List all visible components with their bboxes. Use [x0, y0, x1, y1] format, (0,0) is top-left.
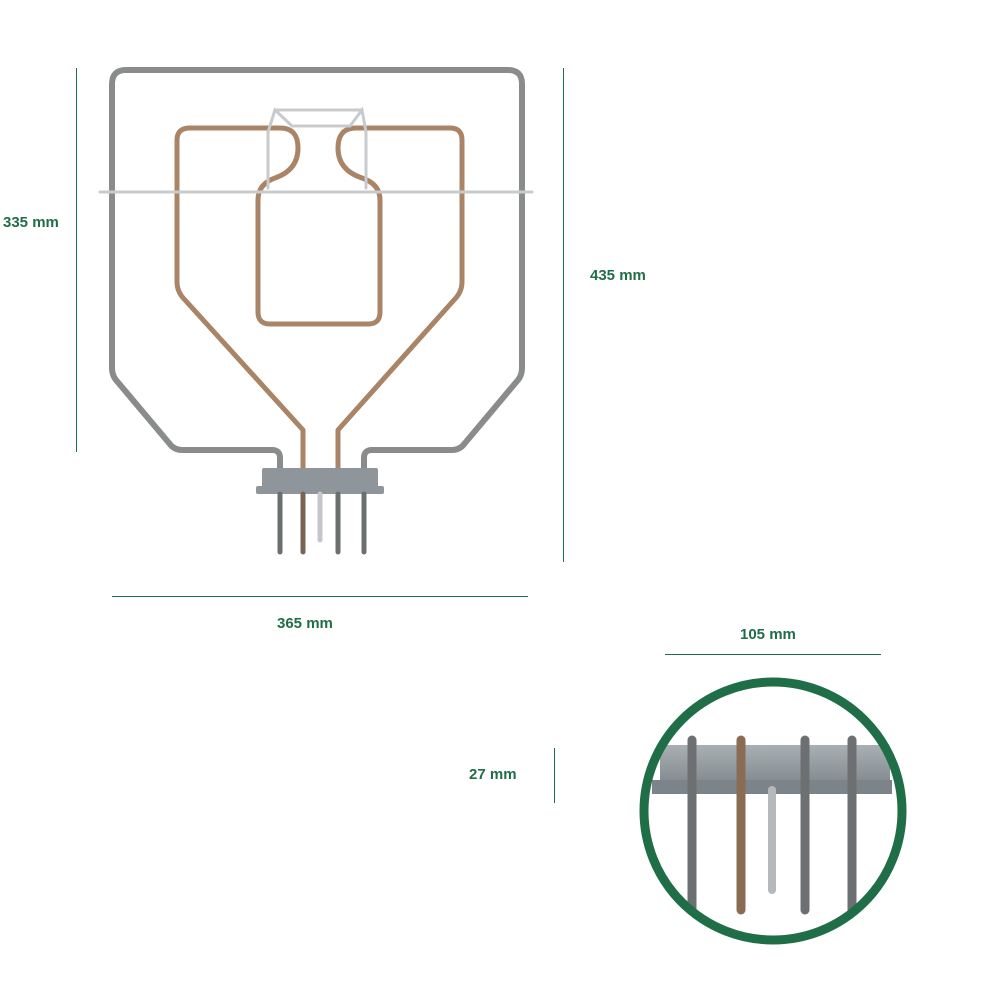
inner-height-dimension-line: [76, 68, 77, 452]
outer-heating-loop: [109, 67, 525, 491]
detail-circle-ring: [639, 677, 907, 945]
terminal-pins: [277, 491, 367, 555]
width-label: 365 mm: [277, 615, 333, 632]
total-height-dimension-line: [563, 68, 564, 562]
inner-height-label: 335 mm: [3, 214, 59, 231]
terminal-height-dimension-line: [554, 748, 555, 803]
terminal-width-label: 105 mm: [740, 626, 796, 643]
total-height-label: 435 mm: [590, 267, 646, 284]
terminal-height-label: 27 mm: [469, 766, 517, 783]
inner-heating-loop-left: [174, 125, 465, 491]
width-dimension-line: [112, 596, 528, 597]
terminal-block: [256, 468, 384, 494]
wire-support-bracket: [98, 106, 534, 194]
terminal-width-dimension-line: [665, 654, 881, 655]
terminal-detail-zoom: [639, 677, 907, 945]
